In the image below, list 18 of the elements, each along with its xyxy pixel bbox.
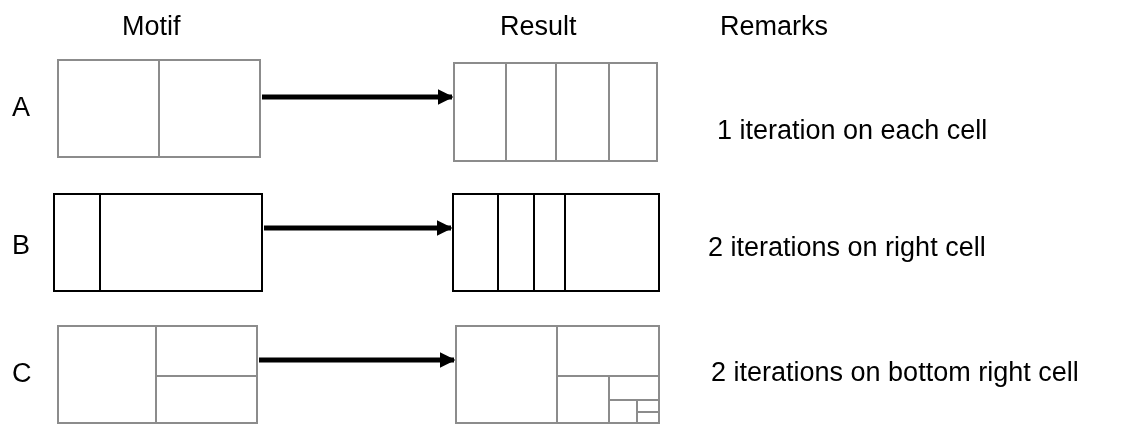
row-label: A <box>12 94 30 121</box>
remark-text: 1 iteration on each cell <box>717 117 988 144</box>
divided-rectangle <box>455 325 660 424</box>
column-header: Motif <box>122 13 181 40</box>
column-header: Remarks <box>720 13 828 40</box>
divided-rectangle <box>453 62 658 162</box>
remark-text: 2 iterations on bottom right cell <box>711 359 1079 386</box>
remark-text: 2 iterations on right cell <box>708 234 986 261</box>
row-label: B <box>12 232 30 259</box>
arrow <box>259 352 456 368</box>
divided-rectangle <box>452 193 660 292</box>
divided-rectangle <box>57 59 261 158</box>
row-label: C <box>12 360 32 387</box>
column-header: Result <box>500 13 577 40</box>
divided-rectangle <box>57 325 258 424</box>
divided-rectangle <box>53 193 263 292</box>
arrow <box>264 220 453 236</box>
arrow <box>262 89 454 105</box>
